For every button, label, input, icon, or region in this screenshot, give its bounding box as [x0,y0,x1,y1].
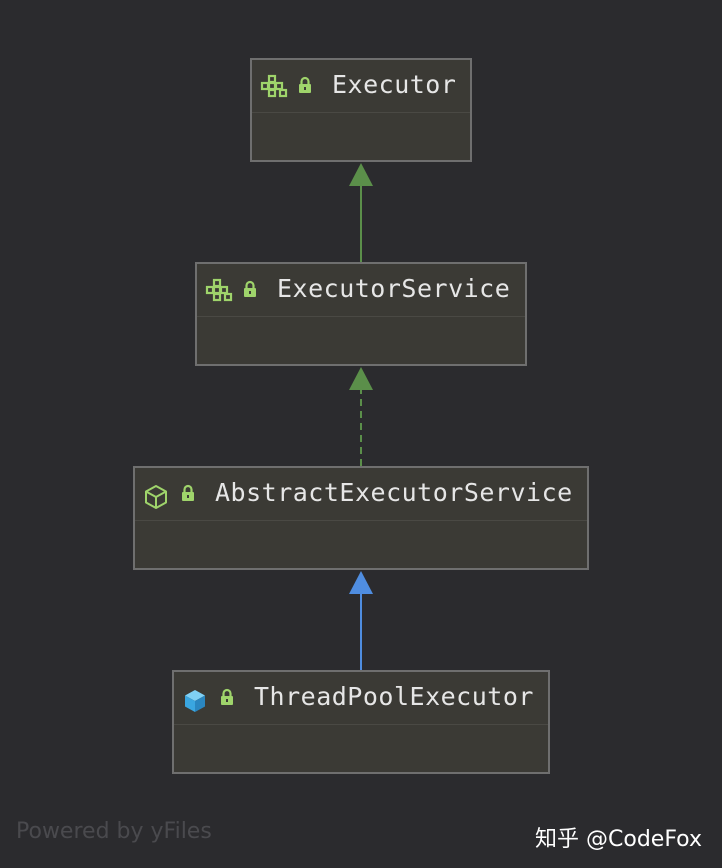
node-header: ExecutorService [197,264,525,317]
watermark: 知乎 @CodeFox [535,827,702,852]
node-executor[interactable]: Executor [250,58,472,162]
edge-executorservice-to-executor [349,163,373,262]
node-label: ThreadPoolExecutor [254,682,534,711]
powered-by-label: Powered by yFiles [16,819,212,844]
class-icon [185,690,205,712]
node-executorservice[interactable]: ExecutorService [195,262,527,366]
node-header: AbstractExecutorService [135,468,587,521]
interface-icon [205,278,233,302]
node-threadpoolexecutor[interactable]: ThreadPoolExecutor [172,670,550,774]
node-label: ExecutorService [277,274,511,303]
node-header: ThreadPoolExecutor [174,672,548,725]
edge-abstractexecutorservice-to-executorservice [349,367,373,466]
abstract-class-icon [145,485,167,509]
lock-icon [182,484,194,501]
lock-icon [221,688,233,705]
edge-threadpoolexecutor-to-abstractexecutorservice [349,571,373,670]
lock-icon [299,76,311,93]
lock-icon [244,280,256,297]
node-label: Executor [332,70,457,99]
interface-icon [260,74,288,98]
node-abstractexecutorservice[interactable]: AbstractExecutorService [133,466,589,570]
node-label: AbstractExecutorService [215,478,573,507]
node-header: Executor [252,60,470,113]
